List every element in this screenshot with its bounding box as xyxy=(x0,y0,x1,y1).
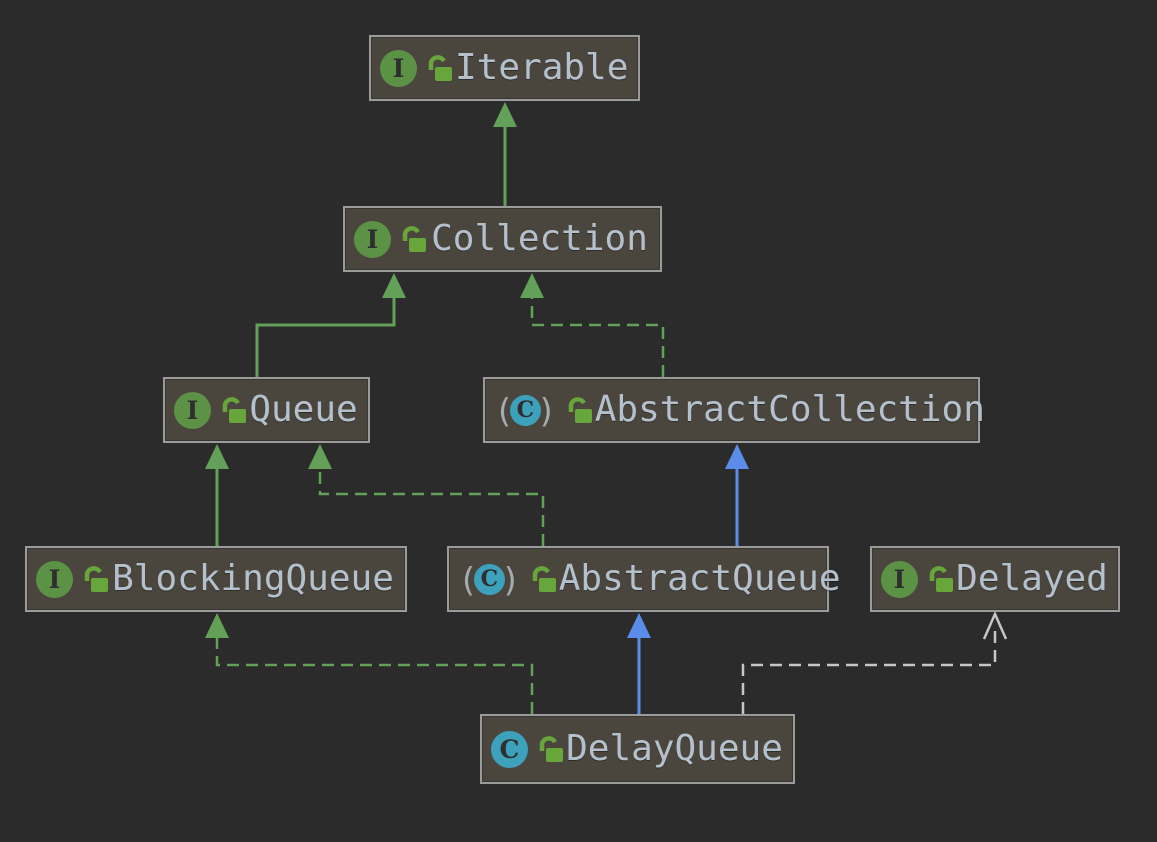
edge-abstract-queue-extends-abstract-collection xyxy=(725,444,749,546)
edge-abstract-queue-implements-queue xyxy=(308,444,545,546)
class-node-abstract-collection[interactable]: (C) AbstractCollection xyxy=(483,377,985,443)
arrowhead-filled xyxy=(308,444,332,469)
class-name-label: AbstractQueue xyxy=(558,558,841,599)
interface-icon: I xyxy=(380,49,417,87)
arrowhead-filled xyxy=(205,613,229,638)
arrowhead-filled xyxy=(725,444,749,469)
interface-icon: I xyxy=(36,560,73,598)
interface-letter-badge: I xyxy=(380,49,417,87)
arrowhead-filled xyxy=(493,102,517,127)
public-lock-icon xyxy=(219,395,249,425)
public-lock-icon xyxy=(529,564,559,594)
public-lock-icon xyxy=(425,53,455,83)
arrowhead-filled xyxy=(520,273,544,298)
edge-delay-queue-extends-abstract-queue xyxy=(627,613,651,714)
class-node-iterable[interactable]: I Iterable xyxy=(369,35,640,101)
arrowhead-filled xyxy=(627,613,651,638)
class-node-collection[interactable]: I Collection xyxy=(343,206,662,272)
class-name-label: Queue xyxy=(249,389,358,430)
edge-blocking-queue-extends-queue xyxy=(205,444,229,546)
class-node-blocking-queue[interactable]: I BlockingQueue xyxy=(25,546,407,612)
class-name-label: Delayed xyxy=(956,558,1108,599)
interface-icon: I xyxy=(881,560,918,598)
public-lock-icon xyxy=(81,564,111,594)
class-letter-badge: C xyxy=(509,394,541,426)
edge-delay-queue-implements-blocking-queue xyxy=(205,613,534,714)
class-name-label: Iterable xyxy=(455,47,629,88)
public-lock-icon xyxy=(536,734,566,764)
abstract-class-icon: (C) xyxy=(494,394,557,427)
edge-queue-extends-collection xyxy=(255,273,406,377)
interface-letter-badge: I xyxy=(881,560,918,598)
edge-delay-queue-implements-delayed xyxy=(741,610,1008,714)
class-node-delayed[interactable]: I Delayed xyxy=(870,546,1120,612)
class-name-label: DelayQueue xyxy=(566,728,783,769)
class-node-abstract-queue[interactable]: (C) AbstractQueue xyxy=(447,546,841,612)
class-node-delay-queue[interactable]: C DelayQueue xyxy=(480,714,795,784)
class-node-queue[interactable]: I Queue xyxy=(163,377,370,443)
interface-letter-badge: I xyxy=(354,220,391,258)
public-lock-icon xyxy=(399,224,429,254)
interface-icon: I xyxy=(354,220,391,258)
class-name-label: BlockingQueue xyxy=(112,558,394,599)
arrowhead-open xyxy=(982,610,1008,640)
public-lock-icon xyxy=(565,395,595,425)
arrowhead-filled xyxy=(205,444,229,469)
abstract-paren-right: ) xyxy=(536,390,557,430)
class-name-label: Collection xyxy=(431,218,648,259)
public-lock-icon xyxy=(926,564,956,594)
edge-collection-extends-iterable xyxy=(493,102,517,206)
interface-letter-badge: I xyxy=(174,391,211,429)
abstract-paren-right: ) xyxy=(500,559,521,599)
edge-abstract-collection-implements-collection xyxy=(520,273,665,377)
abstract-paren-left: ( xyxy=(494,390,514,430)
class-letter-badge: C xyxy=(473,563,505,595)
class-icon: C xyxy=(491,730,528,768)
class-letter-badge: C xyxy=(491,730,528,768)
arrowhead-filled xyxy=(382,273,406,298)
interface-icon: I xyxy=(174,391,211,429)
interface-letter-badge: I xyxy=(36,560,73,598)
abstract-paren-left: ( xyxy=(458,559,478,599)
class-name-label: AbstractCollection xyxy=(594,389,985,430)
abstract-class-icon: (C) xyxy=(458,563,521,596)
